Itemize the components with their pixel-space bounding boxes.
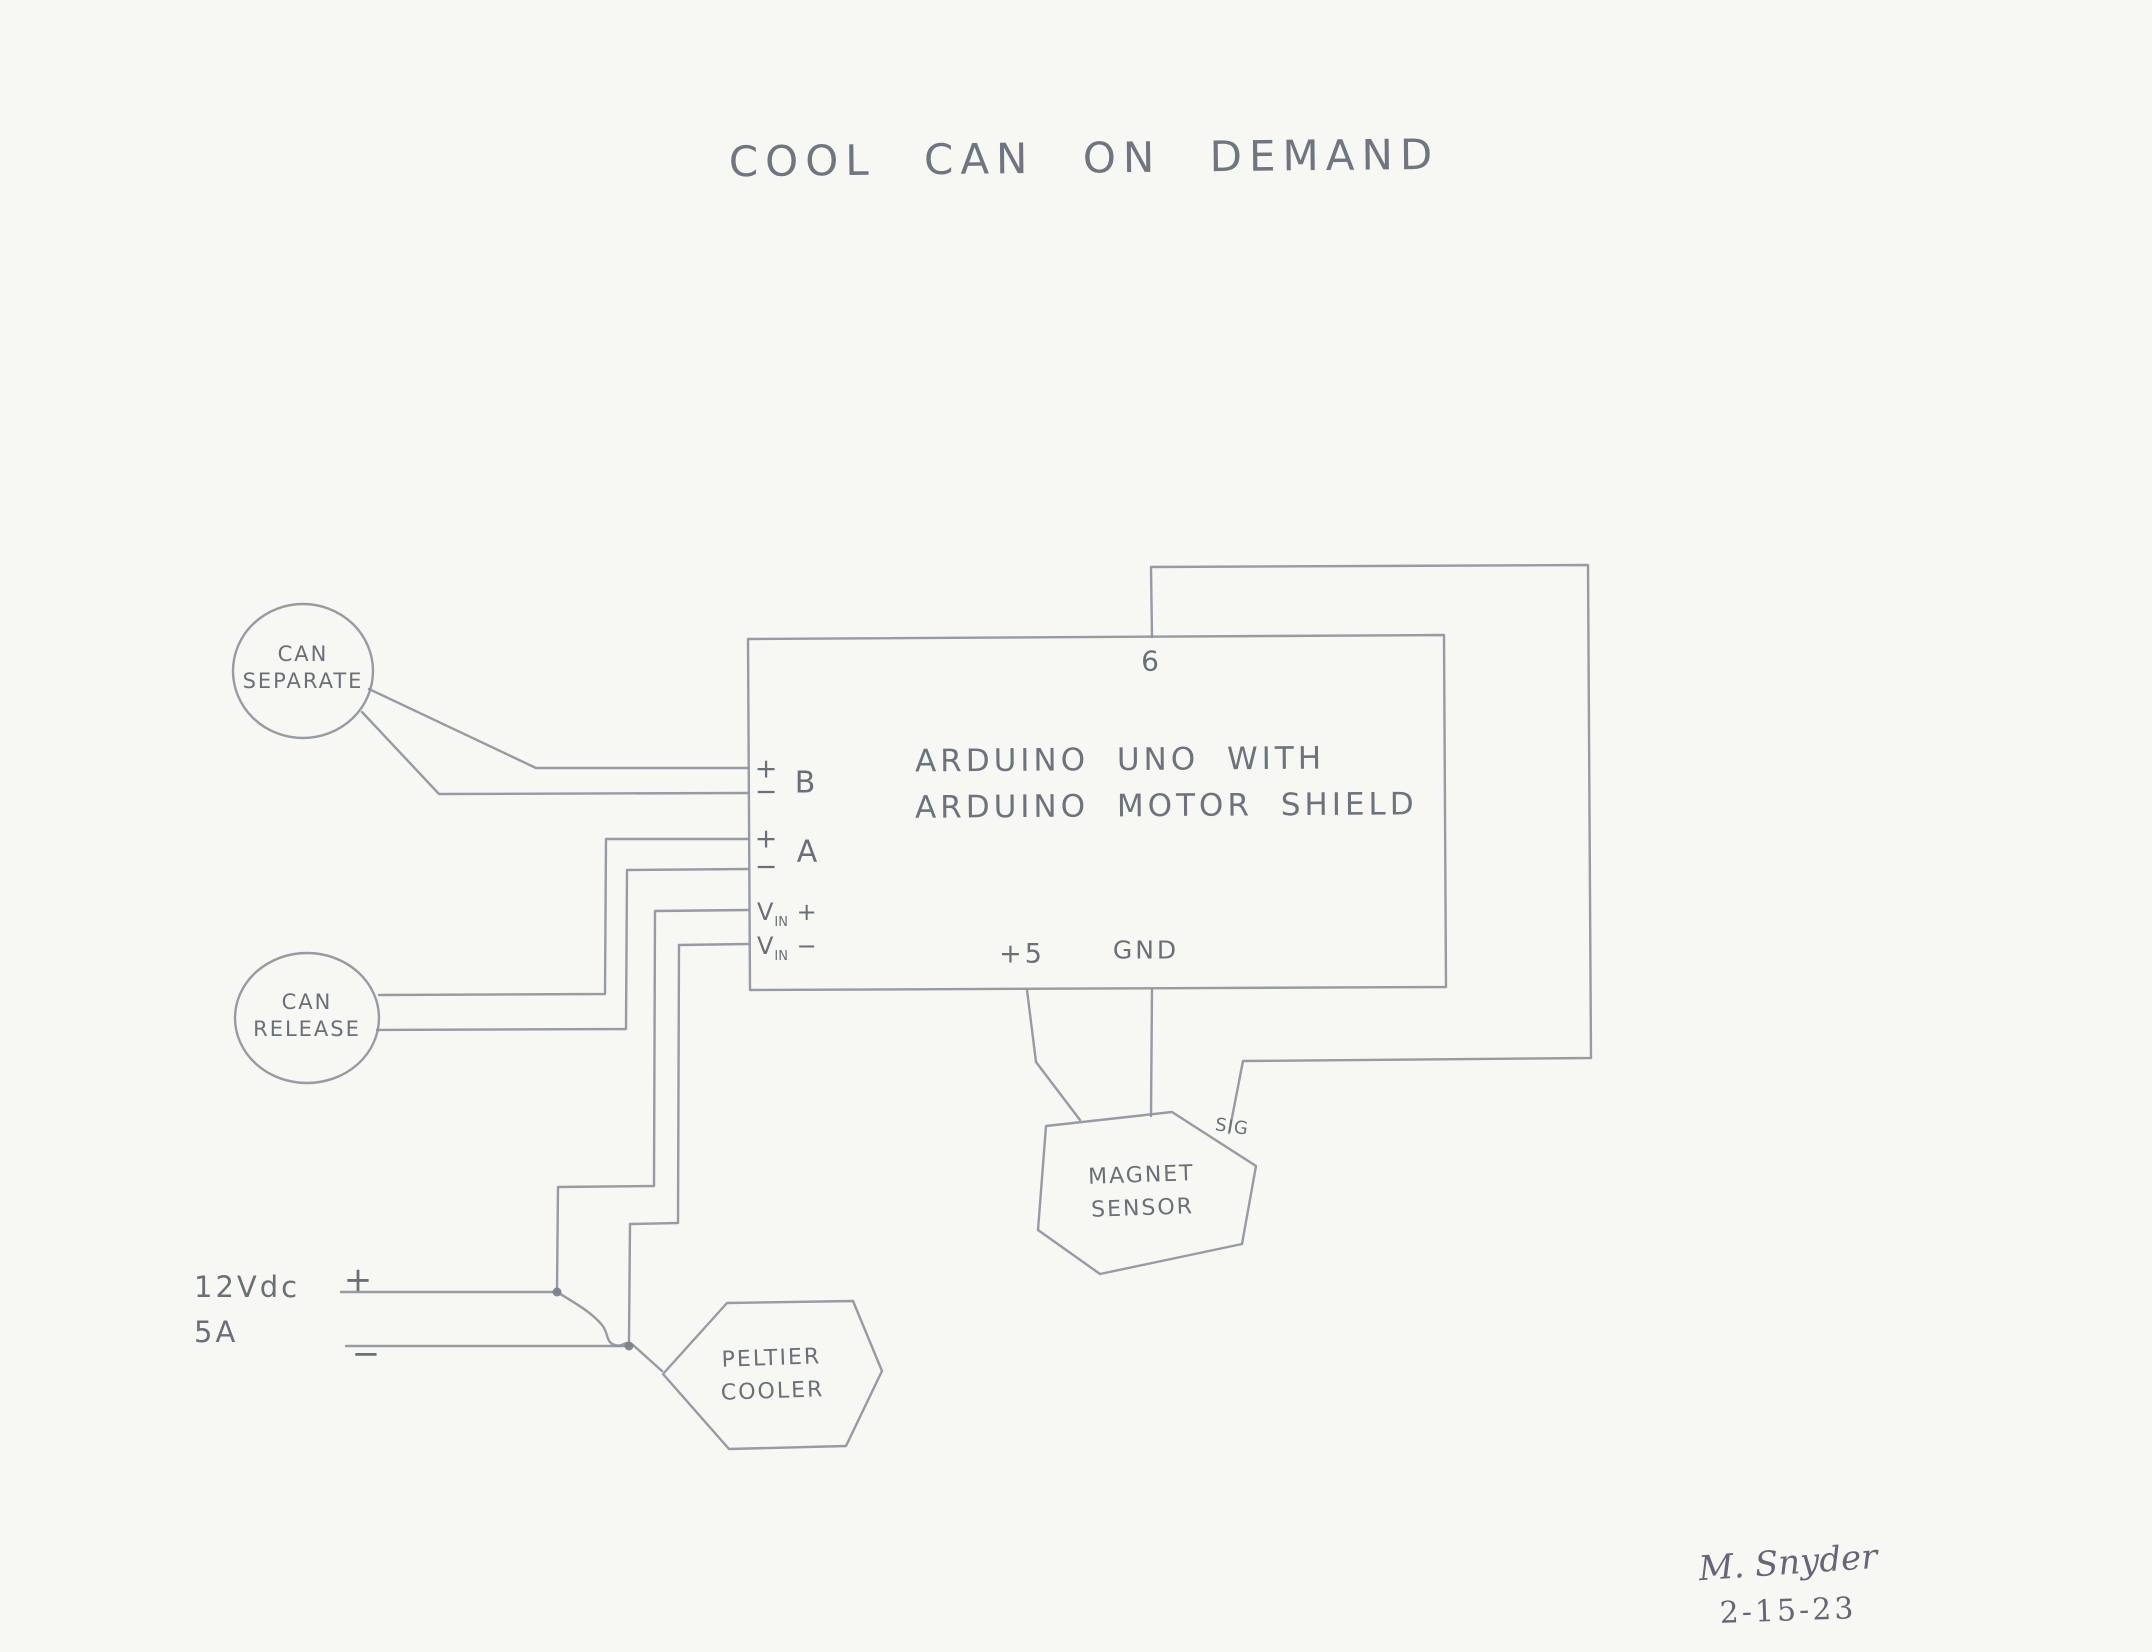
supply-plus-sign: + (343, 1260, 373, 1300)
wire-pin6-loop (1149, 563, 1593, 1135)
magnet-sensor-line1: MAGNET (1087, 1161, 1196, 1190)
peltier-cooler-label: PELTIER COOLER (719, 1340, 825, 1410)
magnet-sensor-line2: SENSOR (1090, 1194, 1195, 1223)
peltier-line2: COOLER (720, 1377, 825, 1406)
wire-plus5 (1025, 988, 1082, 1122)
magnet-sensor-outline (1036, 1110, 1258, 1276)
magnet-sensor-label: MAGNET SENSOR (1088, 1157, 1197, 1227)
supply-voltage-label: 12Vdc (194, 1270, 301, 1304)
peltier-hexagon (661, 1299, 884, 1451)
can-separate-circle (231, 602, 375, 740)
can-release-label: CAN RELEASE (253, 989, 361, 1043)
pin-a-name-label: A (796, 834, 818, 870)
can-separate-line1: CAN (277, 642, 329, 666)
diagram-title: COOL CAN ON DEMAND (728, 129, 1440, 187)
pin-gnd-label: GND (1112, 935, 1180, 965)
can-separate-label: CAN SEPARATE (243, 641, 364, 695)
pin-plus5-label: +5 (999, 938, 1045, 970)
pin-a-minus-label: − (754, 851, 778, 883)
pin-a-plus-label: + (754, 823, 778, 855)
board-outline (746, 633, 1448, 992)
pin-b-name-label: B (794, 765, 816, 801)
wire-a-plus (377, 837, 750, 997)
wire-vin-minus (627, 942, 750, 1343)
pin-6-label: 6 (1141, 644, 1159, 678)
vin-minus-sign: − (796, 932, 818, 960)
can-separate-line2: SEPARATE (242, 669, 364, 693)
can-release-line2: RELEASE (253, 1017, 361, 1041)
signature-date: 2-15-23 (1719, 1591, 1857, 1631)
vin-plus-sign: + (796, 898, 818, 926)
supply-minus-sign: − (351, 1334, 381, 1374)
junction-dot-negative (624, 1341, 634, 1351)
board-label-line2: ARDUINO MOTOR SHIELD (914, 786, 1418, 826)
can-release-line1: CAN (281, 990, 333, 1014)
wire-b-plus (367, 687, 750, 770)
vin-plus-v: V (757, 898, 775, 926)
pin-b-plus-label: + (754, 753, 778, 785)
sig-label: SIG (1213, 1114, 1251, 1140)
board-label-line1: ARDUINO UNO WITH (914, 740, 1326, 780)
pin-vin-minus-label: VIN − (757, 932, 818, 964)
vin-minus-sub: IN (774, 948, 788, 964)
vin-plus-sub: IN (774, 914, 788, 930)
wire-a-minus (375, 867, 750, 1032)
can-release-circle (233, 951, 381, 1085)
supply-current-label: 5A (194, 1315, 239, 1349)
wire-rail-to-peltier (555, 1290, 664, 1373)
wire-b-minus (360, 710, 750, 796)
pin-b-minus-label: − (754, 776, 778, 808)
wire-gnd (1149, 988, 1154, 1118)
vin-minus-v: V (757, 932, 775, 960)
pin-vin-plus-label: VIN + (757, 898, 818, 930)
peltier-line1: PELTIER (721, 1344, 822, 1373)
junction-dot-positive (552, 1287, 562, 1297)
wire-vin-plus (555, 908, 750, 1293)
